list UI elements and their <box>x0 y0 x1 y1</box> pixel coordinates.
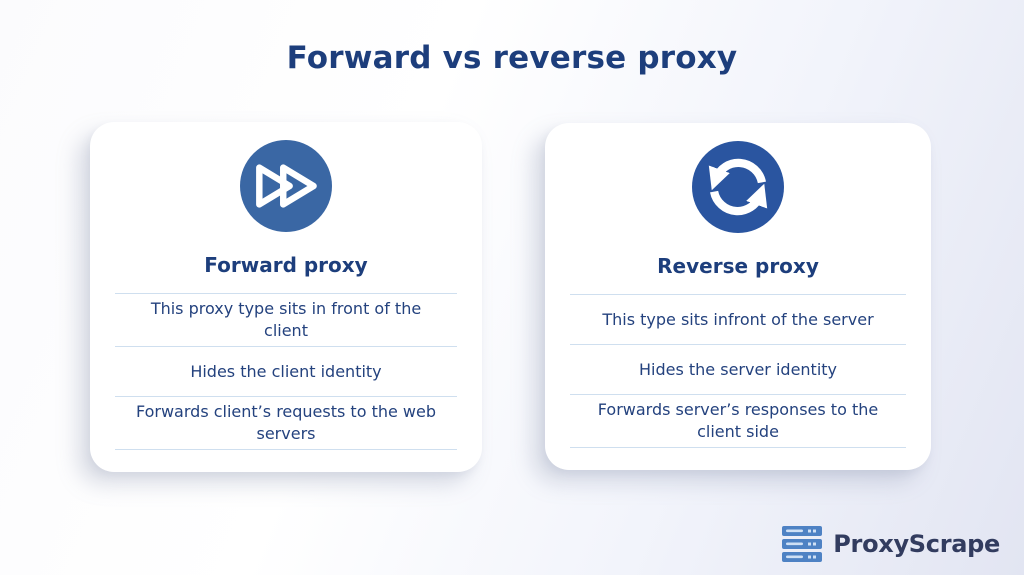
feature-text: Hides the client identity <box>190 361 382 381</box>
card-title-reverse: Reverse proxy <box>657 254 819 278</box>
card-title-forward: Forward proxy <box>204 253 368 277</box>
feature-text: Hides the server identity <box>638 359 838 379</box>
page-title: Forward vs reverse proxy <box>286 40 738 76</box>
forward-proxy-card: Forward proxy This proxy type sits in fr… <box>90 122 482 472</box>
feature-text: Forwards client’s requests to the web se… <box>135 402 437 443</box>
feature-text: This proxy type sits in front of the cli… <box>150 299 422 340</box>
forward-feature-list: This proxy type sits in front of the cli… <box>115 293 457 450</box>
feature-row: Hides the server identity <box>570 344 906 394</box>
logo-text: ProxyScrape <box>833 530 1000 558</box>
feature-row: Hides the client identity <box>115 346 457 396</box>
feature-row: This type sits infront of the server <box>570 294 906 344</box>
feature-row: Forwards server’s responses to the clien… <box>570 394 906 447</box>
feature-row: Forwards client’s requests to the web se… <box>115 396 457 449</box>
server-stack-icon <box>781 525 825 563</box>
feature-row: This proxy type sits in front of the cli… <box>115 293 457 346</box>
reverse-feature-list: This type sits infront of the server Hid… <box>570 294 906 448</box>
sync-icon <box>692 141 784 233</box>
feature-text: This type sits infront of the server <box>602 309 874 329</box>
fast-forward-icon <box>240 140 332 232</box>
reverse-proxy-card: Reverse proxy This type sits infront of … <box>545 123 931 470</box>
proxyscrape-logo: ProxyScrape <box>781 525 1000 563</box>
feature-text: Forwards server’s responses to the clien… <box>597 400 879 441</box>
